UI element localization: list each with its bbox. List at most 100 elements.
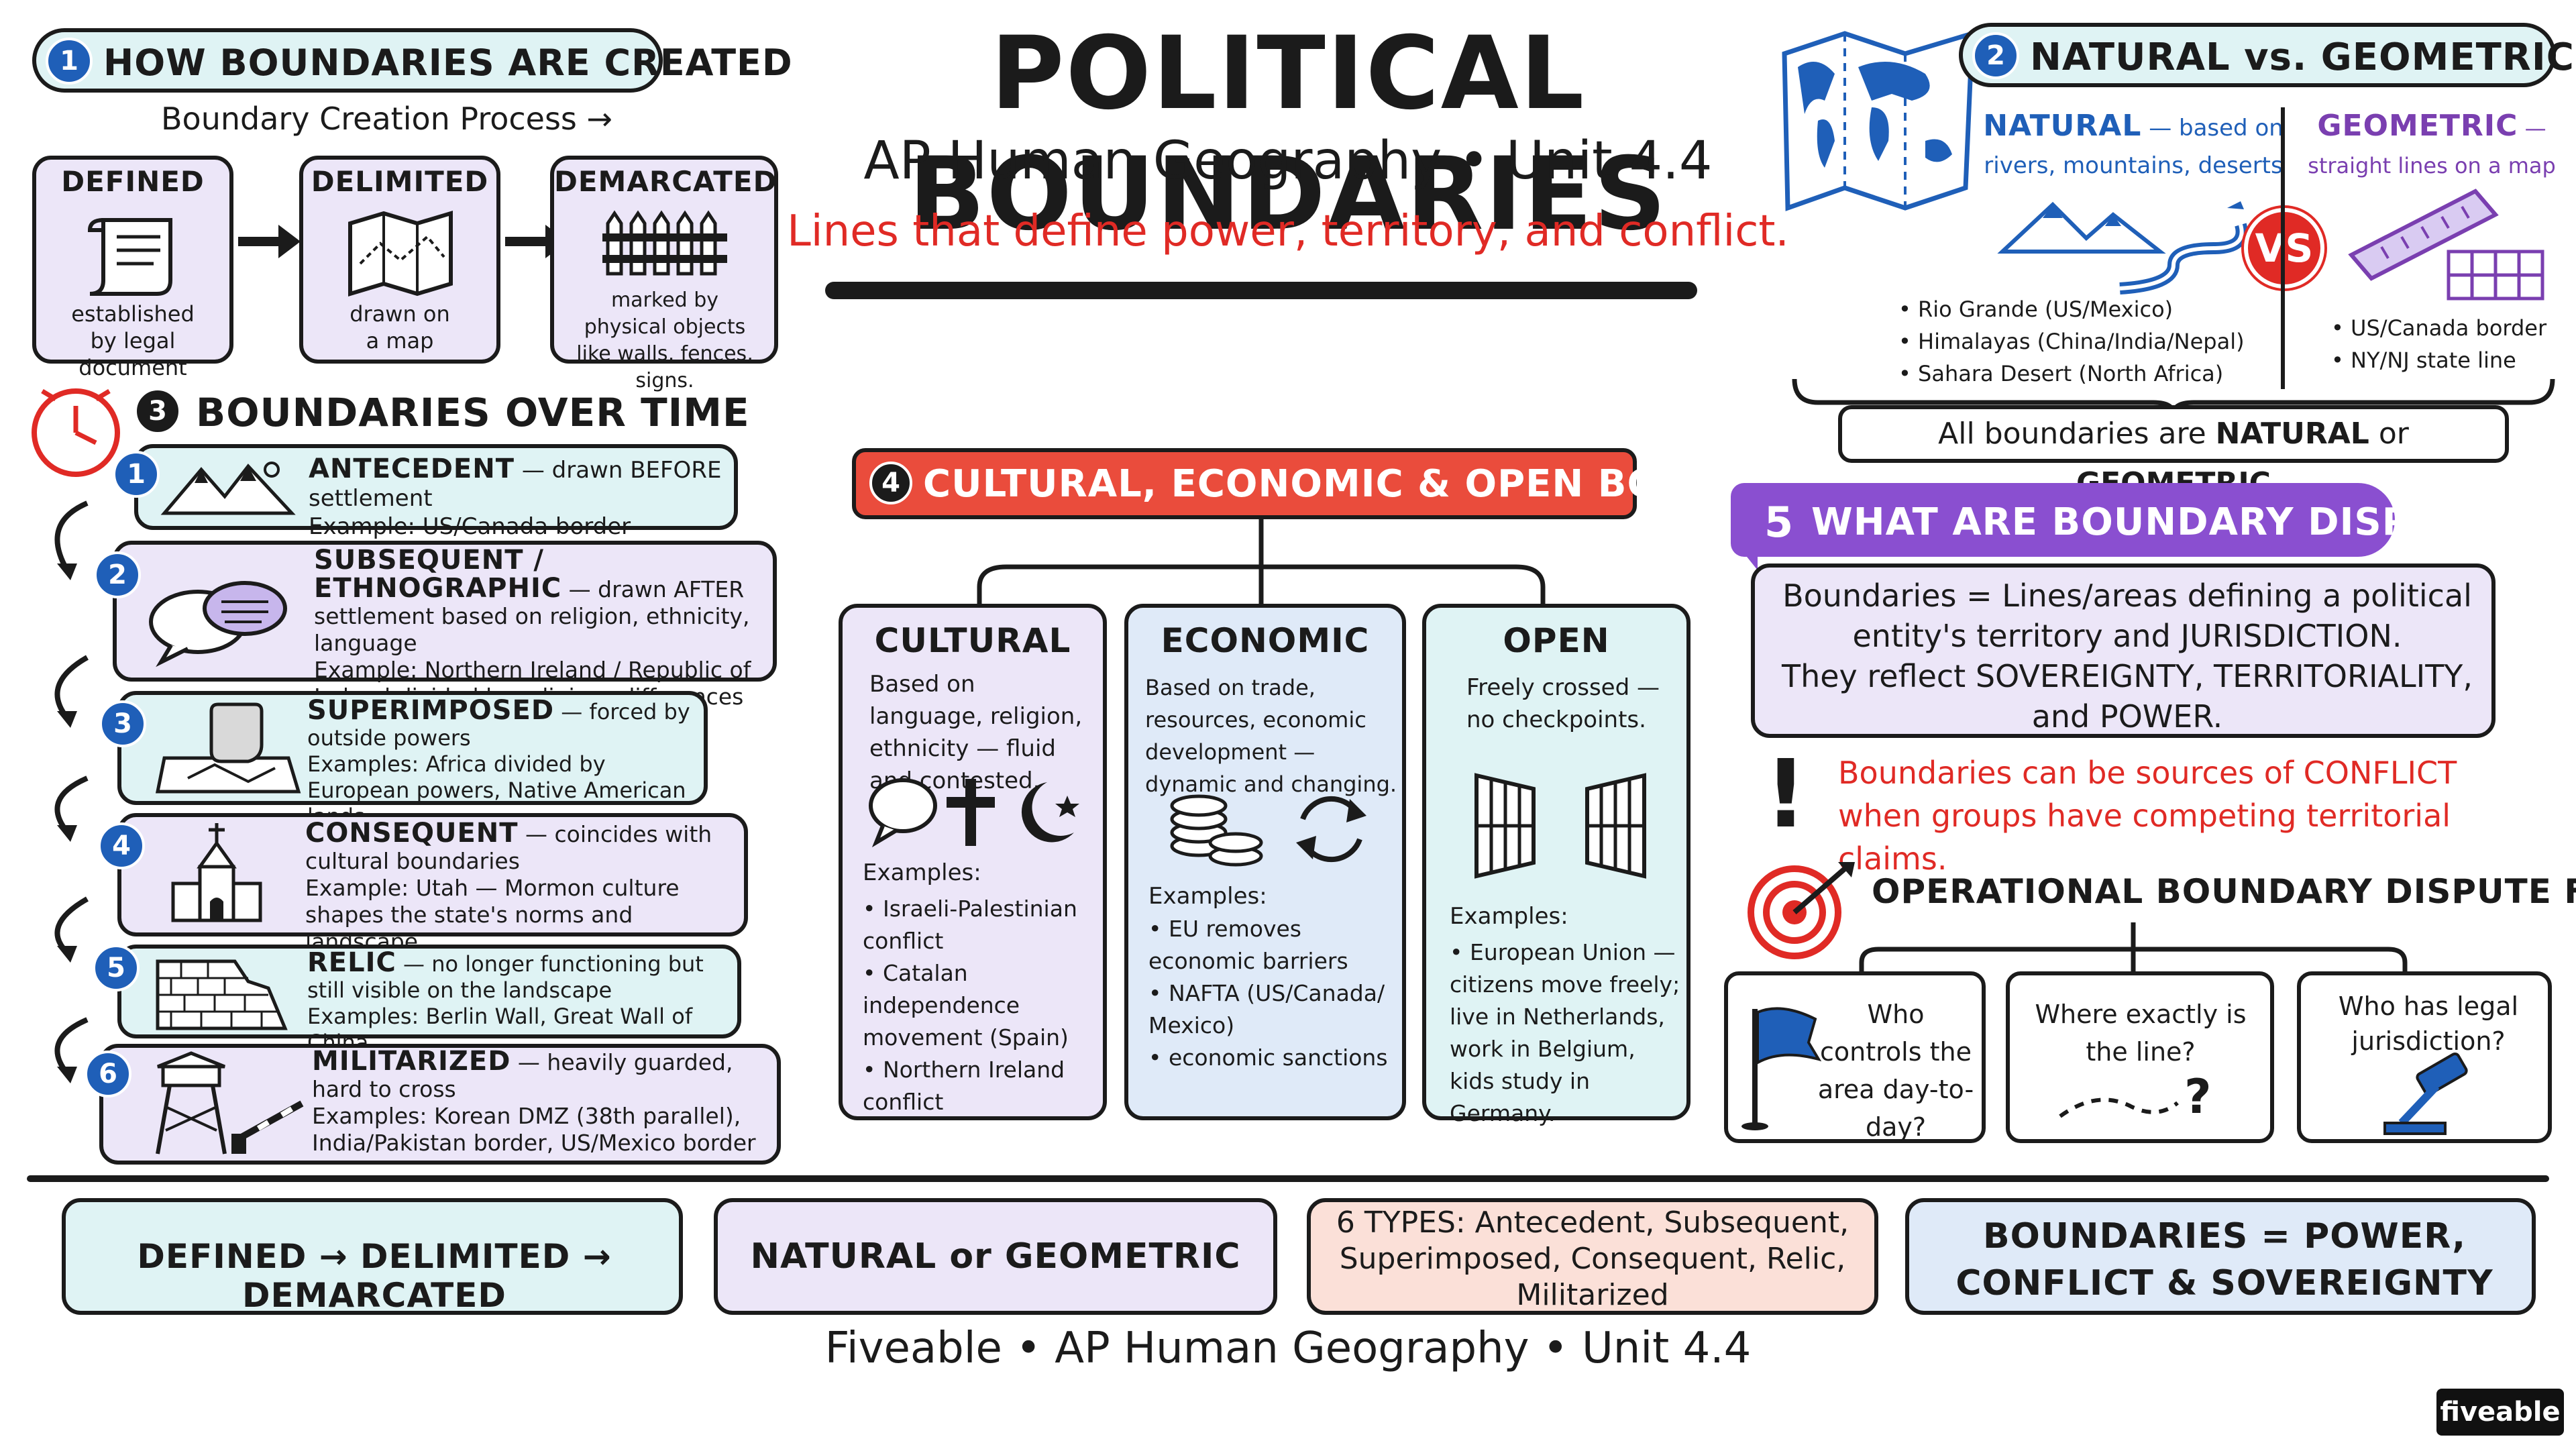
sec4-header: 4 CULTURAL, ECONOMIC & OPEN BOUNDARIES — [852, 448, 1882, 519]
col-examples: European Union — citizens move freely; l… — [1450, 936, 1681, 1130]
fiveable-logo: fiveable — [2436, 1389, 2564, 1436]
col-examples-label: Examples: — [1450, 903, 1568, 930]
step-delimited: DELIMITED drawn on a map — [299, 156, 500, 364]
fence-icon — [602, 210, 727, 276]
col-title: OPEN — [1503, 621, 1610, 660]
item-number: 3 — [99, 700, 146, 747]
sec5-heading: WHAT ARE BOUNDARY DISPUTES? — [1811, 500, 2544, 544]
step-desc: marked by physical objects like walls, f… — [576, 288, 753, 392]
summary-text: 6 TYPES: Antecedent, Subsequent, Superim… — [1336, 1205, 1849, 1312]
question-jurisdiction: Who has legal jurisdiction? — [2297, 971, 2552, 1143]
natural-title: NATURAL — [1983, 109, 2142, 143]
col-example: Northern Ireland conflict — [863, 1054, 1097, 1118]
col-example: EU removes economic barriers — [1148, 913, 1397, 977]
economic-box: ECONOMIC Based on trade, resources, econ… — [1124, 604, 1406, 1120]
gavel-icon — [2383, 1052, 2468, 1135]
sec1-heading: HOW BOUNDARIES ARE CREATED — [103, 42, 793, 84]
process-label: Boundary Creation Process → — [161, 101, 613, 137]
speech-bubbles-icon — [149, 581, 287, 667]
cultural-box: CULTURAL Based on language, religion, et… — [839, 604, 1107, 1120]
coins-cycle-icon — [1170, 794, 1366, 867]
warning-line-2: when groups have competing territorial c… — [1838, 798, 2451, 877]
col-title: CULTURAL — [874, 621, 1071, 660]
question-text: Who controls the area day-to-day? — [1817, 1000, 1974, 1142]
item-detail: Examples: Korean DMZ (38th parallel), In… — [312, 1103, 756, 1156]
summary-text: NATURAL or GEOMETRIC — [750, 1236, 1241, 1277]
summary-card-power: BOUNDARIES = POWER, CONFLICT & SOVEREIGN… — [1905, 1198, 2536, 1315]
natural-col: NATURAL — based on rivers, mountains, de… — [1979, 107, 2288, 184]
summary-card-six-types: 6 TYPES: Antecedent, Subsequent, Superim… — [1307, 1198, 1878, 1315]
summary-card-process: DEFINED → DELIMITED → DEMARCATED — [62, 1198, 683, 1315]
sec1-number: 1 — [46, 38, 93, 85]
col-desc: Based on trade, resources, economic deve… — [1145, 675, 1397, 797]
focus-heading: OPERATIONAL BOUNDARY DISPUTE FOCUS — [1872, 872, 2576, 911]
scroll-icon — [87, 218, 172, 296]
item-text: RELIC — no longer functioning but still … — [307, 949, 737, 1056]
item-title: SUBSEQUENT / ETHNOGRAPHIC — [314, 545, 562, 604]
church-icon — [171, 823, 262, 922]
item-text: CONSEQUENT — coincides with cultural bou… — [305, 820, 741, 955]
col-desc: Freely crossed — no checkpoints. — [1466, 674, 1660, 733]
sec5-header-tail — [1731, 537, 1758, 570]
tagline: Lines that define power, territory, and … — [787, 207, 1789, 256]
map-icon — [348, 210, 453, 297]
sec5-header: 5 WHAT ARE BOUNDARY DISPUTES? — [1731, 483, 2544, 570]
open-gate-icon — [1474, 773, 1646, 879]
col-examples: Israeli-Palestinian conflict Catalan ind… — [863, 893, 1097, 1118]
item-detail: Example: US/Canada border — [309, 513, 631, 540]
geometric-title: GEOMETRIC — [2317, 109, 2518, 143]
hand-map-icon — [155, 702, 301, 794]
item-number: 1 — [113, 451, 160, 498]
sec4-number: 4 — [869, 462, 912, 504]
sec4-heading: CULTURAL, ECONOMIC & OPEN BOUNDARIES — [923, 462, 1883, 506]
ruler-grid-icon — [2348, 189, 2544, 301]
natural-examples: Rio Grande (US/Mexico) Himalayas (China/… — [1898, 293, 2274, 390]
item-text: SUPERIMPOSED — forced by outside powers … — [307, 697, 703, 830]
summary-text: BOUNDARIES = POWER, CONFLICT & SOVEREIGN… — [1955, 1216, 2493, 1303]
col-examples: EU removes economic barriers NAFTA (US/C… — [1148, 913, 1397, 1074]
mountains-icon — [160, 462, 296, 515]
item-detail: Example: Utah — Mormon culture shapes th… — [305, 875, 680, 955]
step-title: DELIMITED — [311, 165, 489, 198]
timeline-arrows — [54, 500, 89, 1083]
target-icon — [1748, 862, 1855, 959]
sec3-heading: BOUNDARIES OVER TIME — [196, 390, 750, 435]
mountain-river-icon — [1997, 201, 2248, 294]
definition-line-2: They reflect SOVEREIGNTY, TERRITORIALITY… — [1782, 658, 2473, 735]
item-title: CONSEQUENT — [305, 818, 519, 849]
sec1-header: 1 HOW BOUNDARIES ARE CREATED — [32, 28, 792, 93]
step-demarcated: DEMARCATED marked by physical objects li… — [550, 156, 778, 392]
natural-example: Sahara Desert (North Africa) — [1898, 358, 2274, 390]
summary-text: DEFINED → DELIMITED → DEMARCATED — [137, 1237, 612, 1315]
col-example: Catalan independence movement (Spain) — [863, 957, 1097, 1054]
exclamation-icon: ! — [1764, 740, 1807, 849]
summary-c: or — [2369, 417, 2409, 451]
item-desc: — heavily guarded, hard to cross — [312, 1049, 733, 1102]
nat-geo-summary: All boundaries are NATURAL or GEOMETRIC — [1838, 405, 2509, 500]
dashed-line-question-icon: ? — [2059, 1069, 2212, 1124]
sec2-heading: NATURAL vs. GEOMETRIC — [2030, 36, 2575, 79]
geometric-col: GEOMETRIC — straight lines on a map — [2301, 107, 2563, 184]
step-defined: DEFINED established by legal document — [32, 156, 233, 380]
page-subtitle: AP Human Geography • Unit 4.4 — [863, 131, 1713, 191]
world-map-icon — [1782, 30, 1975, 211]
page-title: POLITICAL BOUNDARIES — [908, 15, 1668, 253]
item-title: MILITARIZED — [312, 1046, 511, 1077]
col-title: ECONOMIC — [1161, 621, 1370, 660]
item-title: ANTECEDENT — [309, 453, 515, 484]
col-example: European Union — citizens move freely; l… — [1450, 936, 1681, 1130]
sec2-number: 2 — [1972, 32, 2019, 79]
sec5-number: 5 — [1764, 498, 1794, 547]
summary-a: All boundaries are — [1938, 417, 2216, 451]
col-examples-label: Examples: — [863, 859, 981, 886]
item-number: 4 — [98, 822, 145, 869]
question-control: Who controls the area day-to-day? — [1724, 971, 1986, 1143]
col-example: economic sanctions — [1148, 1042, 1397, 1074]
conflict-warning: Boundaries can be sources of CONFLICT wh… — [1838, 751, 2549, 880]
item-number: 2 — [94, 551, 141, 598]
sec4-tree-connector — [977, 517, 1546, 604]
step-title: DEFINED — [61, 165, 205, 198]
col-example: NAFTA (US/Canada/ Mexico) — [1148, 977, 1397, 1042]
summary-card-natural-geometric: NATURAL or GEOMETRIC — [714, 1198, 1277, 1315]
item-desc: — forced by outside powers — [307, 699, 690, 751]
